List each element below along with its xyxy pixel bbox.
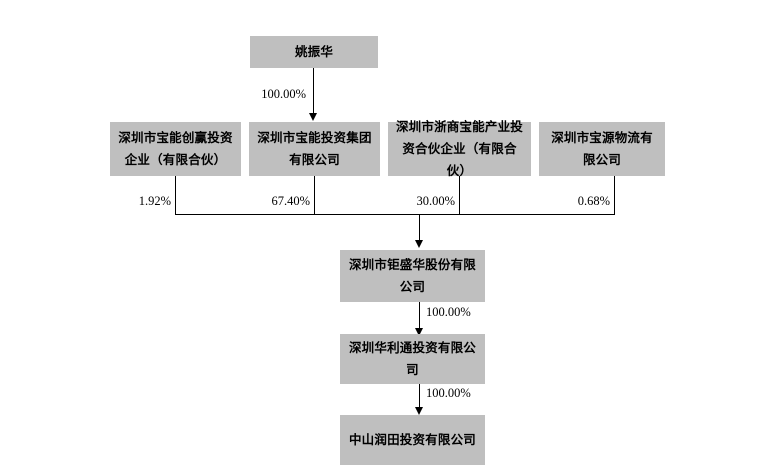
connector-baoneng-investment-group-down bbox=[314, 176, 315, 214]
connector-baoneng-chuangying-down bbox=[175, 176, 176, 214]
node-label: 深圳华利通投资有限公司 bbox=[348, 340, 476, 377]
connector-jushenghua-to-hualitong bbox=[419, 302, 420, 330]
edge-label-root-to-level2: 100.00% bbox=[261, 87, 306, 101]
connector-zheshang-baoneng-down bbox=[459, 176, 460, 214]
node-label: 姚振华 bbox=[294, 44, 334, 60]
node-label: 深圳市浙商宝能产业投资合伙企业（有限合伙） bbox=[395, 119, 523, 178]
edge-label-zheshang-baoneng: 30.00% bbox=[416, 194, 455, 208]
node-jushenghua[interactable]: 深圳市钜盛华股份有限公司 bbox=[340, 250, 485, 302]
node-hualitong[interactable]: 深圳华利通投资有限公司 bbox=[340, 334, 485, 384]
connector-root-down bbox=[313, 68, 314, 115]
node-baoneng-investment-group[interactable]: 深圳市宝能投资集团有限公司 bbox=[249, 122, 380, 176]
node-label: 中山润田投资有限公司 bbox=[348, 432, 476, 448]
node-baoyuan-logistics[interactable]: 深圳市宝源物流有限公司 bbox=[539, 122, 665, 176]
node-label: 深圳市宝源物流有限公司 bbox=[551, 130, 653, 167]
node-label: 深圳市宝能创赢投资企业（有限合伙） bbox=[118, 130, 233, 167]
arrow-jushenghua-to-hualitong bbox=[415, 328, 423, 336]
arrow-bus-to-jushenghua bbox=[415, 240, 423, 248]
node-label: 深圳市钜盛华股份有限公司 bbox=[348, 257, 476, 294]
connector-baoyuan-logistics-down bbox=[614, 176, 615, 214]
node-baoneng-chuangying[interactable]: 深圳市宝能创赢投资企业（有限合伙） bbox=[110, 122, 241, 176]
connector-level2-bus bbox=[175, 214, 615, 215]
node-zheshang-baoneng-industry[interactable]: 深圳市浙商宝能产业投资合伙企业（有限合伙） bbox=[388, 119, 531, 178]
node-label: 深圳市宝能投资集团有限公司 bbox=[257, 130, 372, 167]
node-zhongshan-runtian[interactable]: 中山润田投资有限公司 bbox=[340, 415, 485, 465]
connector-hualitong-to-runtian bbox=[419, 384, 420, 409]
edge-label-jushenghua-to-hualitong: 100.00% bbox=[426, 305, 471, 319]
edge-label-baoneng-investment-group: 67.40% bbox=[271, 194, 310, 208]
node-yao-zhenhua[interactable]: 姚振华 bbox=[250, 36, 378, 68]
edge-label-baoneng-chuangying: 1.92% bbox=[138, 194, 171, 208]
edge-label-hualitong-to-runtian: 100.00% bbox=[426, 386, 471, 400]
arrow-root-to-level2 bbox=[309, 113, 317, 121]
connector-bus-to-jushenghua bbox=[419, 214, 420, 242]
arrow-hualitong-to-runtian bbox=[415, 407, 423, 415]
edge-label-baoyuan-logistics: 0.68% bbox=[577, 194, 610, 208]
